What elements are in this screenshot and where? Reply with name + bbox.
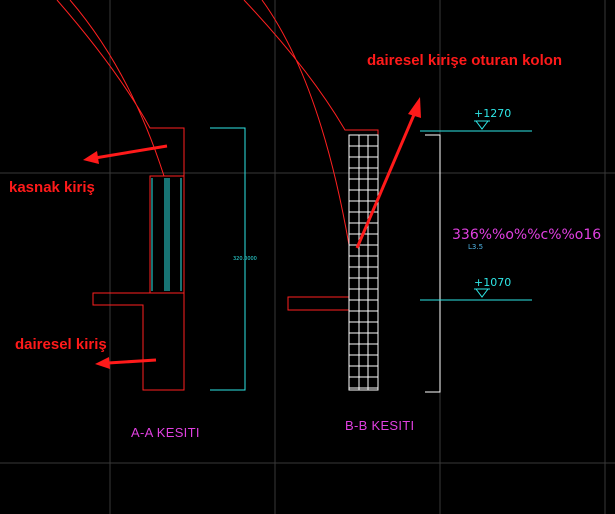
arrow-circular-beam-head	[95, 357, 110, 369]
annotation-circular-beam: dairesel kiriş	[15, 336, 107, 353]
dimension-text: 320.0000	[233, 256, 257, 262]
section-a-a-outline	[56, 0, 185, 391]
level-top-label: +1270	[474, 107, 512, 120]
rebar-callout: 336%%o%%c%%o16	[452, 227, 602, 243]
section-title-b-b: B-B KESITI	[345, 418, 415, 433]
level-bottom-label: +1070	[474, 276, 512, 289]
arrow-column-shaft	[355, 109, 418, 249]
arrow-column-head	[408, 97, 421, 118]
level-markers	[420, 120, 532, 301]
dimension-bracket-a-a	[210, 127, 246, 391]
section-b-b-outline	[243, 0, 379, 391]
level-bracket-b-b	[425, 134, 441, 393]
annotation-column-on-circular-beam: dairesel kirişe oturan kolon	[367, 52, 563, 69]
rebar-sublabel: L3.5	[468, 243, 484, 251]
section-title-a-a: A-A KESITI	[131, 425, 200, 440]
arrow-ring-beam-head	[83, 151, 99, 164]
column-rebar-grid	[348, 134, 379, 391]
annotation-ring-beam: kasnak kiriş	[9, 179, 95, 196]
ring-beam-lines	[151, 178, 182, 291]
arrow-circular-beam-shaft	[107, 358, 157, 365]
annotation-arrows	[83, 97, 421, 369]
arrow-ring-beam-shaft	[94, 144, 168, 160]
